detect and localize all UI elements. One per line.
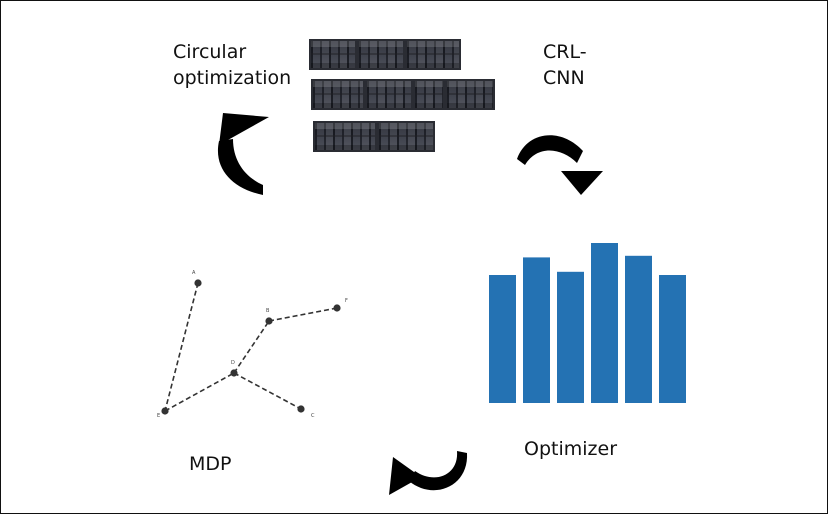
feature-map-block bbox=[405, 39, 461, 70]
bar-mark bbox=[625, 255, 652, 403]
crl-line-1: CRL- bbox=[543, 41, 587, 63]
feature-map-block bbox=[311, 79, 365, 110]
circular-line-2: optimization bbox=[173, 67, 292, 89]
feature-map-block bbox=[377, 121, 435, 152]
arrowhead-icon bbox=[389, 457, 421, 495]
bar-mark bbox=[591, 243, 618, 403]
feature-map-block bbox=[309, 39, 357, 70]
bar-mark bbox=[557, 271, 584, 403]
graph-node bbox=[230, 369, 238, 377]
graph-node bbox=[161, 407, 169, 415]
crl-cnn-label: CRL- CNN bbox=[543, 39, 587, 91]
graph-edge bbox=[268, 307, 338, 322]
graph-node-label: F bbox=[345, 298, 348, 304]
graph-edge bbox=[164, 282, 199, 412]
mdp-label: MDP bbox=[189, 453, 232, 475]
feature-map-block bbox=[413, 79, 445, 110]
curved-arrow-icon bbox=[217, 139, 263, 195]
crl-line-2: CNN bbox=[543, 67, 585, 89]
graph-node-label: D bbox=[231, 360, 235, 366]
bar-mark bbox=[523, 257, 550, 403]
graph-node-label: B bbox=[266, 308, 270, 314]
graph-node-label: E bbox=[157, 413, 160, 419]
graph-node bbox=[297, 405, 305, 413]
graph-edge bbox=[164, 372, 235, 412]
arrowhead-icon bbox=[219, 113, 269, 145]
graph-node-label: A bbox=[192, 270, 196, 276]
optimizer-label: Optimizer bbox=[524, 438, 618, 460]
graph-node bbox=[265, 317, 273, 325]
graph-node bbox=[194, 279, 202, 287]
feature-map-block bbox=[365, 79, 413, 110]
circular-optimization-label: Circular optimization bbox=[173, 39, 291, 91]
graph-node-label: C bbox=[311, 413, 315, 419]
feature-map-block bbox=[313, 121, 377, 152]
feature-map-block bbox=[357, 39, 405, 70]
feature-map-block bbox=[445, 79, 495, 110]
bar-mark bbox=[659, 275, 686, 403]
graph-edge bbox=[233, 372, 302, 410]
arrowhead-icon bbox=[561, 171, 603, 195]
graph-node bbox=[333, 304, 341, 312]
circular-line-1: Circular bbox=[173, 41, 247, 63]
curved-arrow-icon bbox=[517, 135, 583, 165]
bar-mark bbox=[489, 275, 516, 403]
curved-arrow-icon bbox=[409, 451, 468, 491]
graph-edge bbox=[233, 320, 270, 374]
